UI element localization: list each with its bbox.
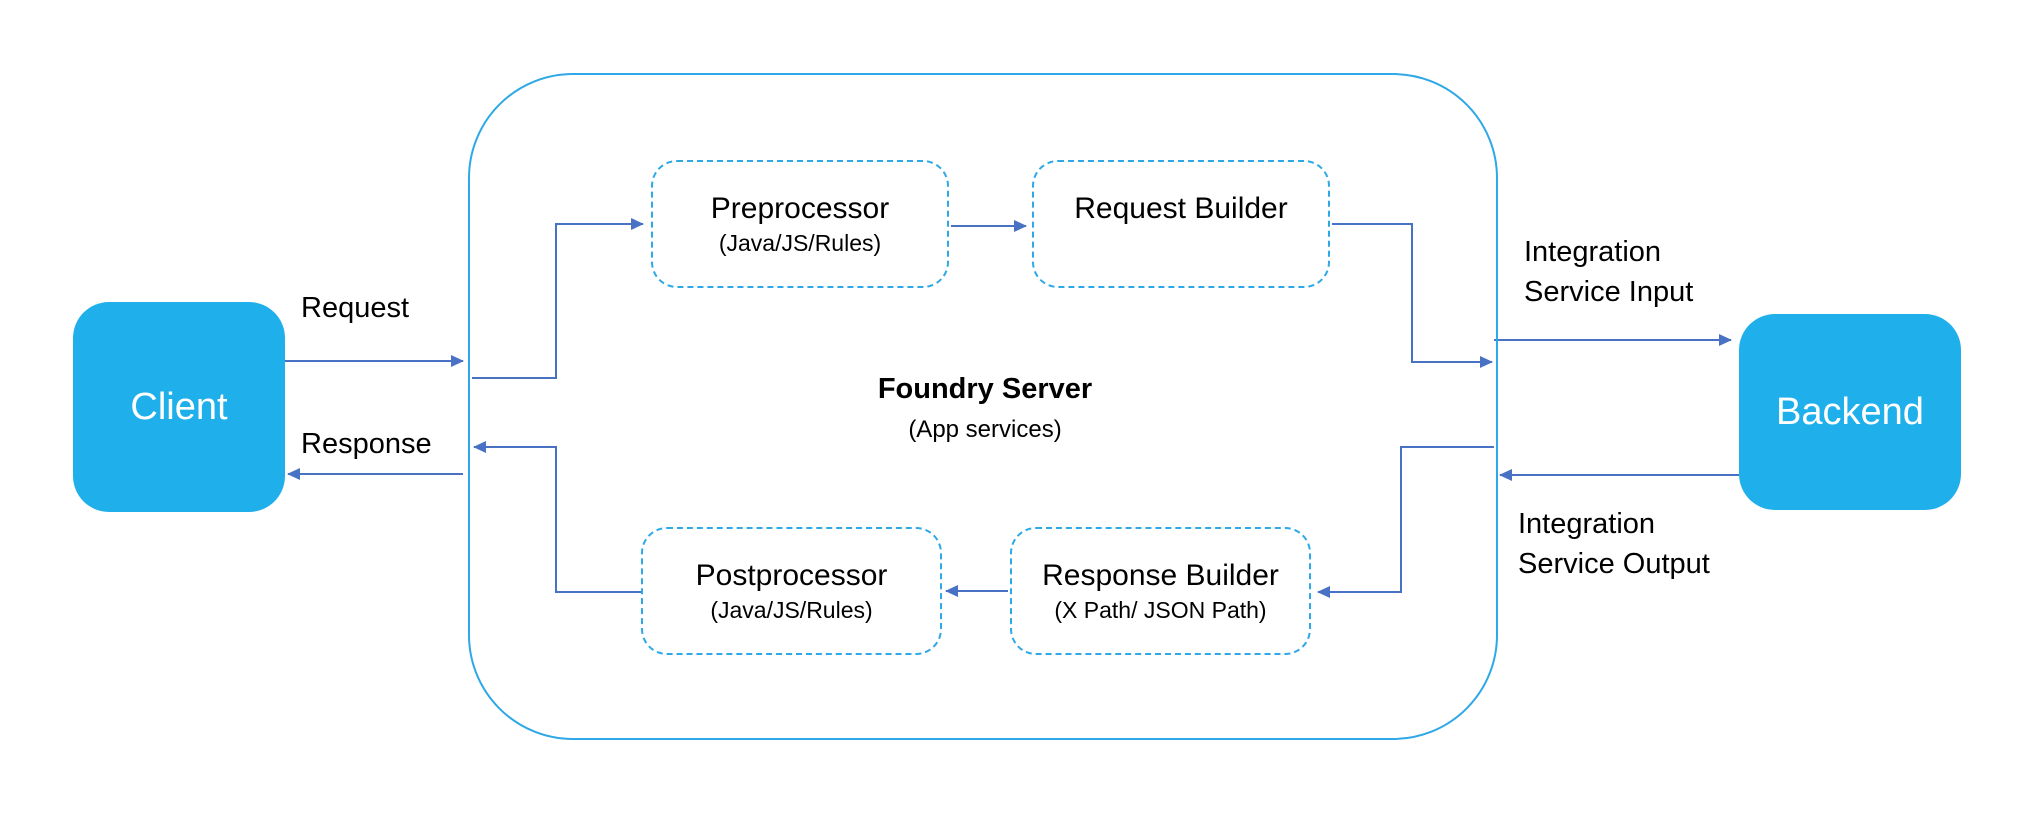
request-builder-title: Request Builder — [1074, 192, 1288, 225]
integration-input-label-line2: Service Input — [1524, 276, 1694, 308]
arrow-to-response-builder — [1317, 446, 1494, 598]
integration-output-label-line2: Service Output — [1518, 548, 1710, 580]
server-title: Foundry Server — [877, 373, 1093, 405]
foundry-server-container — [468, 73, 1498, 740]
integration-input-label-line1: Integration — [1524, 236, 1662, 268]
integration-output-label-line1: Integration — [1518, 508, 1656, 540]
request-builder-box: Request Builder — [1032, 160, 1330, 288]
preprocessor-title: Preprocessor — [710, 192, 890, 225]
response-label: Response — [301, 428, 432, 460]
arrow-to-preprocessor — [472, 218, 644, 379]
response-builder-box: Response Builder (X Path/ JSON Path) — [1010, 527, 1311, 655]
arrow-request-builder-out — [1332, 223, 1493, 368]
postprocessor-title: Postprocessor — [695, 559, 888, 592]
request-label: Request — [301, 292, 410, 324]
response-builder-subtitle: (X Path/ JSON Path) — [1054, 597, 1267, 623]
postprocessor-box: Postprocessor (Java/JS/Rules) — [641, 527, 942, 655]
backend-node: Backend — [1739, 314, 1961, 510]
preprocessor-box: Preprocessor (Java/JS/Rules) — [651, 160, 949, 288]
server-subtitle: (App services) — [908, 416, 1062, 443]
preprocessor-subtitle: (Java/JS/Rules) — [718, 230, 882, 256]
backend-label: Backend — [1776, 390, 1924, 433]
client-node: Client — [73, 302, 285, 512]
client-label: Client — [130, 385, 228, 428]
postprocessor-subtitle: (Java/JS/Rules) — [710, 597, 873, 623]
response-builder-title: Response Builder — [1042, 559, 1279, 592]
arrow-postprocessor-out — [473, 441, 641, 593]
